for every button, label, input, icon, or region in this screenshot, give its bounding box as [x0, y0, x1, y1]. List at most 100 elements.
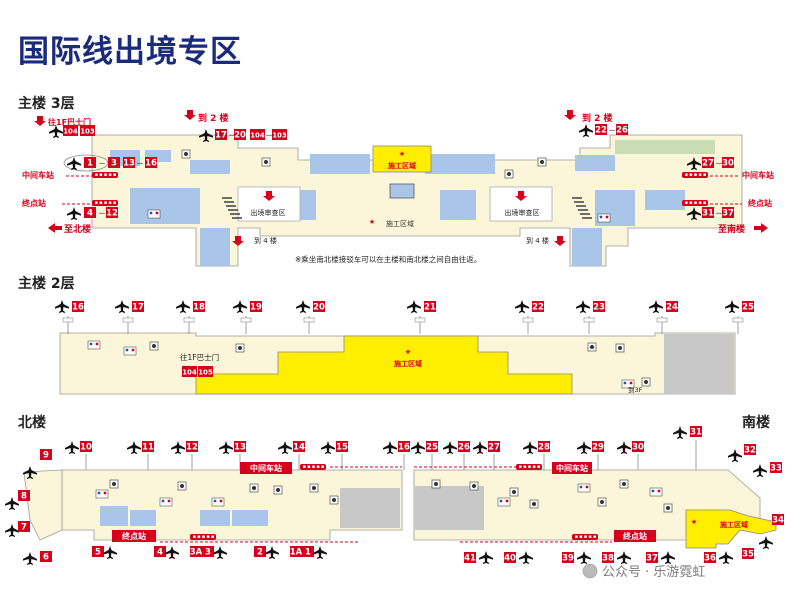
gate-12[interactable]: 12 — [186, 441, 198, 453]
shuttle-tram — [92, 200, 118, 206]
facility-icon — [261, 157, 271, 167]
gate-3[interactable]: 3 — [108, 157, 120, 169]
gate-41[interactable]: 41 — [464, 552, 476, 564]
gate-22[interactable]: 22 — [595, 124, 607, 136]
plane-icon — [176, 300, 190, 313]
gate-33[interactable]: 33 — [770, 462, 782, 474]
gate-7[interactable]: 7 — [18, 521, 30, 533]
restroom-icon — [597, 213, 611, 223]
plane-icon — [673, 426, 687, 439]
gate-30[interactable]: 30 — [632, 441, 644, 453]
gate-number: 21 — [424, 303, 436, 313]
gate-21[interactable]: 21 — [424, 301, 436, 313]
gate-3A[interactable]: 3A — [190, 546, 203, 558]
gate-14[interactable]: 14 — [293, 441, 305, 453]
gate-number: 34 — [772, 516, 784, 526]
plane-icon — [759, 536, 773, 549]
shuttle-tram — [300, 464, 326, 470]
gate-104[interactable]: 104 — [182, 366, 197, 377]
gate-29[interactable]: 29 — [592, 441, 604, 453]
gate-40[interactable]: 40 — [504, 552, 516, 564]
gate-10[interactable]: 10 — [80, 441, 92, 453]
gate-number: 6 — [43, 553, 49, 563]
gate-5[interactable]: 5 — [92, 546, 104, 558]
gate-23[interactable]: 23 — [593, 301, 605, 313]
gate-16[interactable]: 16 — [145, 157, 157, 169]
gate-103[interactable]: 103 — [272, 129, 287, 140]
gate-9[interactable]: 9 — [40, 449, 52, 461]
gate-27[interactable]: 27 — [488, 441, 500, 453]
gate-1[interactable]: 1 — [84, 157, 96, 169]
gate-16[interactable]: 16 — [398, 441, 410, 453]
gate-34[interactable]: 34 — [772, 514, 784, 526]
plane-icon — [313, 546, 327, 559]
plane-icon — [617, 441, 631, 454]
gate-32[interactable]: 32 — [744, 444, 756, 456]
gate-13[interactable]: 13 — [123, 157, 135, 169]
plane-icon — [49, 125, 63, 138]
gate-20[interactable]: 20 — [313, 301, 325, 313]
gate-2[interactable]: 2 — [254, 546, 266, 558]
jetway-head — [183, 317, 195, 323]
gate-104[interactable]: 104 — [63, 125, 78, 136]
gate-number: 22 — [595, 126, 607, 136]
gate-103[interactable]: 103 — [80, 125, 95, 136]
gate-number: 16 — [72, 303, 84, 313]
gate-19[interactable]: 19 — [250, 301, 262, 313]
gate-36[interactable]: 36 — [704, 552, 716, 564]
facility-icon — [177, 481, 187, 491]
gate-6[interactable]: 6 — [40, 551, 52, 563]
gate-31[interactable]: 31 — [702, 207, 714, 219]
gate-17[interactable]: 17 — [215, 129, 227, 141]
gate-30[interactable]: 30 — [722, 157, 734, 169]
gate-26[interactable]: 26 — [616, 124, 628, 136]
gate-number: 13 — [123, 159, 135, 169]
gate-25[interactable]: 25 — [742, 301, 754, 313]
gate-18[interactable]: 18 — [193, 301, 205, 313]
to-north-label: 至北楼 — [64, 223, 91, 235]
room — [100, 506, 128, 526]
gate-105[interactable]: 105 — [198, 366, 213, 377]
end-station-right: 终点站 — [747, 198, 772, 208]
facility-icon — [249, 483, 259, 493]
gate-8[interactable]: 8 — [18, 490, 30, 502]
gate-22[interactable]: 22 — [532, 301, 544, 313]
to4f-arrow-right — [554, 236, 566, 246]
gate-17[interactable]: 17 — [132, 301, 144, 313]
gate-number: 8 — [21, 492, 27, 502]
gate-4[interactable]: 4 — [154, 546, 166, 558]
gate-39[interactable]: 39 — [562, 552, 574, 564]
gate-37[interactable]: 37 — [722, 207, 734, 219]
gate-number: 25 — [742, 303, 754, 313]
gate-1[interactable]: 1 — [302, 546, 314, 558]
gate-38[interactable]: 38 — [602, 552, 614, 564]
gate-24[interactable]: 24 — [666, 301, 678, 313]
gate-35[interactable]: 35 — [742, 548, 754, 560]
facility-icon — [329, 495, 339, 505]
gate-number: 1A — [290, 548, 303, 558]
construction-label-floor2: 施工区域 — [394, 359, 422, 368]
gate-12[interactable]: 12 — [106, 207, 118, 219]
gate-11[interactable]: 11 — [142, 441, 154, 453]
gate-20[interactable]: 20 — [234, 129, 246, 141]
gate-4[interactable]: 4 — [84, 207, 96, 219]
gate-13[interactable]: 13 — [234, 441, 246, 453]
gate-number: 18 — [193, 303, 205, 313]
gate-3[interactable]: 3 — [202, 546, 214, 558]
gate-104[interactable]: 104 — [250, 129, 265, 140]
gate-37[interactable]: 37 — [646, 552, 658, 564]
gate-25[interactable]: 25 — [426, 441, 438, 453]
gate-1A[interactable]: 1A — [290, 546, 303, 558]
gate-26[interactable]: 26 — [458, 441, 470, 453]
gate-28[interactable]: 28 — [538, 441, 550, 453]
gate-16[interactable]: 16 — [72, 301, 84, 313]
construction-label-bottom: 施工区域 — [386, 219, 414, 228]
room — [645, 190, 685, 210]
to-north-arrow — [48, 223, 62, 233]
plane-icon — [383, 441, 397, 454]
gate-31[interactable]: 31 — [690, 426, 702, 438]
plane-icon — [579, 124, 593, 137]
gate-27[interactable]: 27 — [702, 157, 714, 169]
gate-number: 19 — [250, 303, 262, 313]
gate-15[interactable]: 15 — [336, 441, 348, 453]
